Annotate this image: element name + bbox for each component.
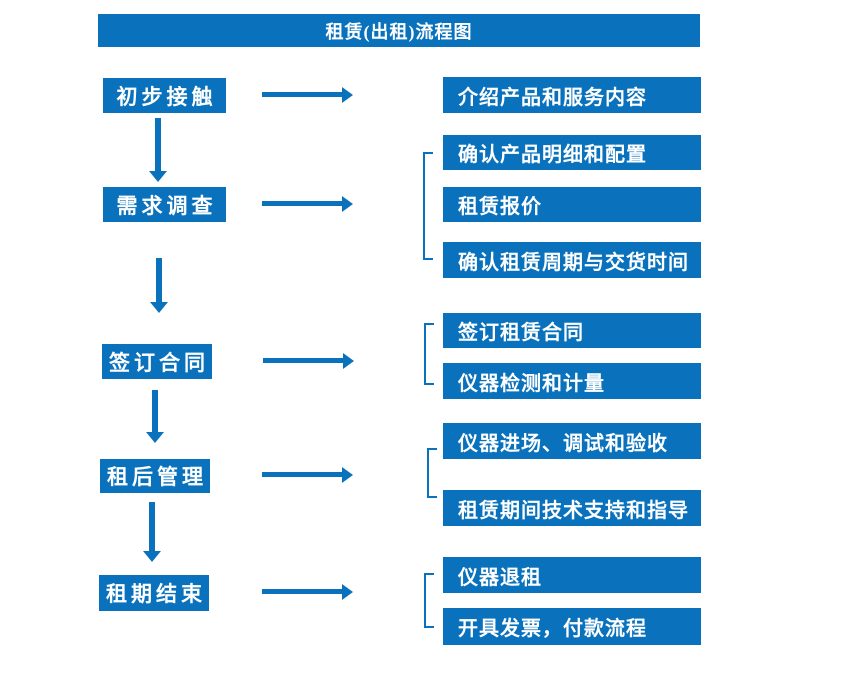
arrow-down-icon <box>143 502 161 562</box>
detail-box-instrument-return: 仪器退租 <box>443 557 701 593</box>
arrow-shaft <box>149 502 155 553</box>
arrow-head <box>146 432 164 443</box>
group-bracket <box>423 152 433 260</box>
arrow-right-icon <box>263 353 354 369</box>
arrow-head <box>342 87 353 103</box>
group-bracket <box>427 448 437 498</box>
arrow-head <box>149 171 167 182</box>
detail-box-intro-products-services: 介绍产品和服务内容 <box>443 77 701 113</box>
detail-box-invoice-payment: 开具发票，付款流程 <box>443 608 701 645</box>
group-bracket <box>424 323 434 385</box>
arrow-shaft <box>156 258 162 304</box>
flowchart-title: 租赁(出租)流程图 <box>98 14 700 47</box>
detail-box-instrument-test-metering: 仪器检测和计量 <box>443 363 701 399</box>
detail-box-tech-support-guidance: 租赁期间技术支持和指导 <box>443 490 701 526</box>
detail-box-instrument-setup-acceptance: 仪器进场、调试和验收 <box>443 423 701 459</box>
arrow-down-icon <box>150 258 168 313</box>
arrow-shaft <box>262 589 344 594</box>
arrow-shaft <box>262 201 344 206</box>
arrow-shaft <box>152 390 158 434</box>
arrow-head <box>342 467 353 483</box>
step-initial-contact: 初步接触 <box>103 78 226 113</box>
step-post-rental-management: 租后管理 <box>100 459 210 493</box>
detail-box-confirm-product-config: 确认产品明细和配置 <box>443 135 701 170</box>
arrow-shaft <box>262 92 344 97</box>
arrow-head <box>143 551 161 562</box>
step-demand-survey: 需求调查 <box>103 187 226 222</box>
arrow-down-icon <box>149 118 167 182</box>
step-rental-end: 租期结束 <box>99 575 209 611</box>
arrow-down-icon <box>146 390 164 443</box>
arrow-shaft <box>262 472 344 477</box>
arrow-head <box>342 584 353 600</box>
detail-box-confirm-period-delivery: 确认租赁周期与交货时间 <box>443 242 701 278</box>
detail-box-rental-quote: 租赁报价 <box>443 187 701 222</box>
arrow-head <box>343 353 354 369</box>
arrow-right-icon <box>262 584 353 600</box>
arrow-right-icon <box>262 196 353 212</box>
arrow-right-icon <box>262 467 353 483</box>
arrow-head <box>342 196 353 212</box>
detail-box-sign-rental-contract: 签订租赁合同 <box>443 313 701 348</box>
arrow-head <box>150 302 168 313</box>
arrow-shaft <box>263 358 345 363</box>
step-sign-contract: 签订合同 <box>102 344 212 379</box>
arrow-right-icon <box>262 87 353 103</box>
arrow-shaft <box>155 118 161 173</box>
group-bracket <box>424 573 434 628</box>
